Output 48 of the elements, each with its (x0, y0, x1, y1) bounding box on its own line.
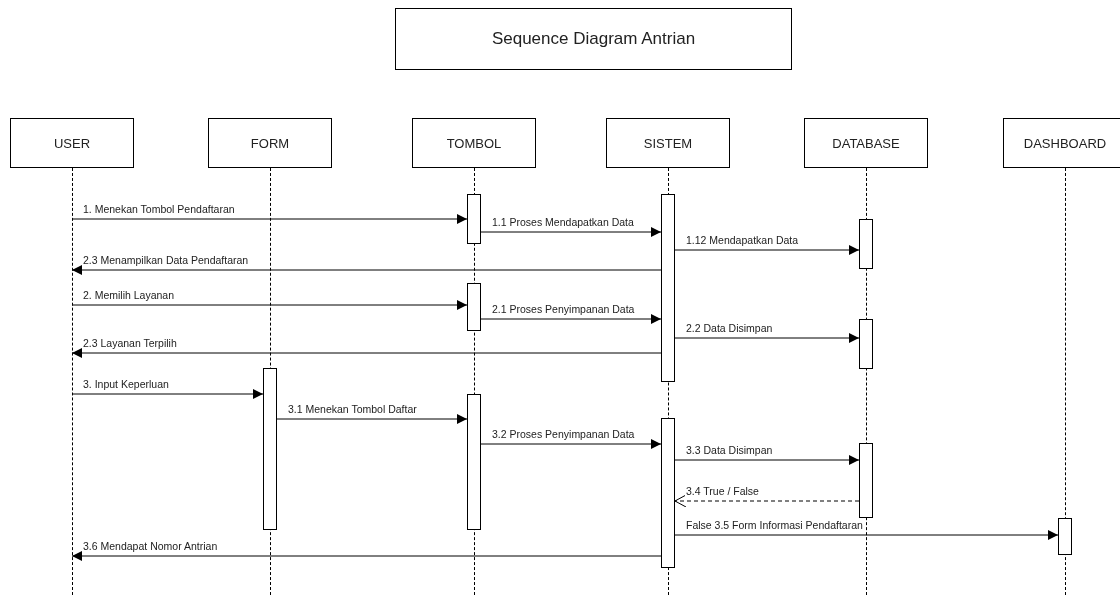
message-arrow (674, 455, 860, 465)
message-label: 3.6 Mendapat Nomor Antrian (82, 540, 219, 553)
message-label: 1.12 Mendapatkan Data (685, 234, 800, 247)
message-arrow (71, 348, 662, 358)
participant-box: TOMBOL (412, 118, 536, 168)
message-label: 3. Input Keperluan (82, 378, 170, 391)
message-arrow (71, 300, 468, 310)
message-arrow (71, 265, 662, 275)
message-label: False 3.5 Form Informasi Pendaftaran (685, 519, 864, 532)
activation-bar (859, 319, 873, 369)
message-label: 3.4 True / False (685, 485, 760, 498)
diagram-title: Sequence Diagram Antrian (395, 8, 792, 70)
activation-bar (859, 443, 873, 518)
message-label: 2.3 Layanan Terpilih (82, 337, 178, 350)
message-label: 1.1 Proses Mendapatkan Data (491, 216, 635, 229)
activation-bar (467, 394, 481, 530)
message-arrow (674, 530, 1059, 540)
message-label: 3.2 Proses Penyimpanan Data (491, 428, 636, 441)
message-arrow (674, 333, 860, 343)
message-arrow (480, 439, 662, 449)
participant-box: DASHBOARD (1003, 118, 1120, 168)
message-label: 3.1 Menekan Tombol Daftar (287, 403, 418, 416)
message-label: 2.3 Menampilkan Data Pendaftaran (82, 254, 250, 267)
message-label: 3.3 Data Disimpan (685, 444, 774, 457)
lifeline (72, 168, 73, 595)
message-label: 2.2 Data Disimpan (685, 322, 774, 335)
participant-box: SISTEM (606, 118, 730, 168)
message-arrow (480, 314, 662, 324)
message-label: 2. Memilih Layanan (82, 289, 176, 302)
message-arrow (71, 389, 264, 399)
activation-bar (263, 368, 277, 530)
message-arrow (276, 414, 468, 424)
activation-bar (859, 219, 873, 269)
message-arrow (480, 227, 662, 237)
message-label: 1. Menekan Tombol Pendaftaran (82, 203, 236, 216)
activation-bar (467, 194, 481, 244)
participant-box: FORM (208, 118, 332, 168)
activation-bar (1058, 518, 1072, 555)
participant-box: DATABASE (804, 118, 928, 168)
participant-box: USER (10, 118, 134, 168)
message-arrow (71, 214, 468, 224)
return-arrow (674, 494, 860, 508)
message-label: 2.1 Proses Penyimpanan Data (491, 303, 636, 316)
message-arrow (71, 551, 662, 561)
activation-bar (467, 283, 481, 331)
activation-bar (661, 418, 675, 568)
activation-bar (661, 194, 675, 382)
message-arrow (674, 245, 860, 255)
